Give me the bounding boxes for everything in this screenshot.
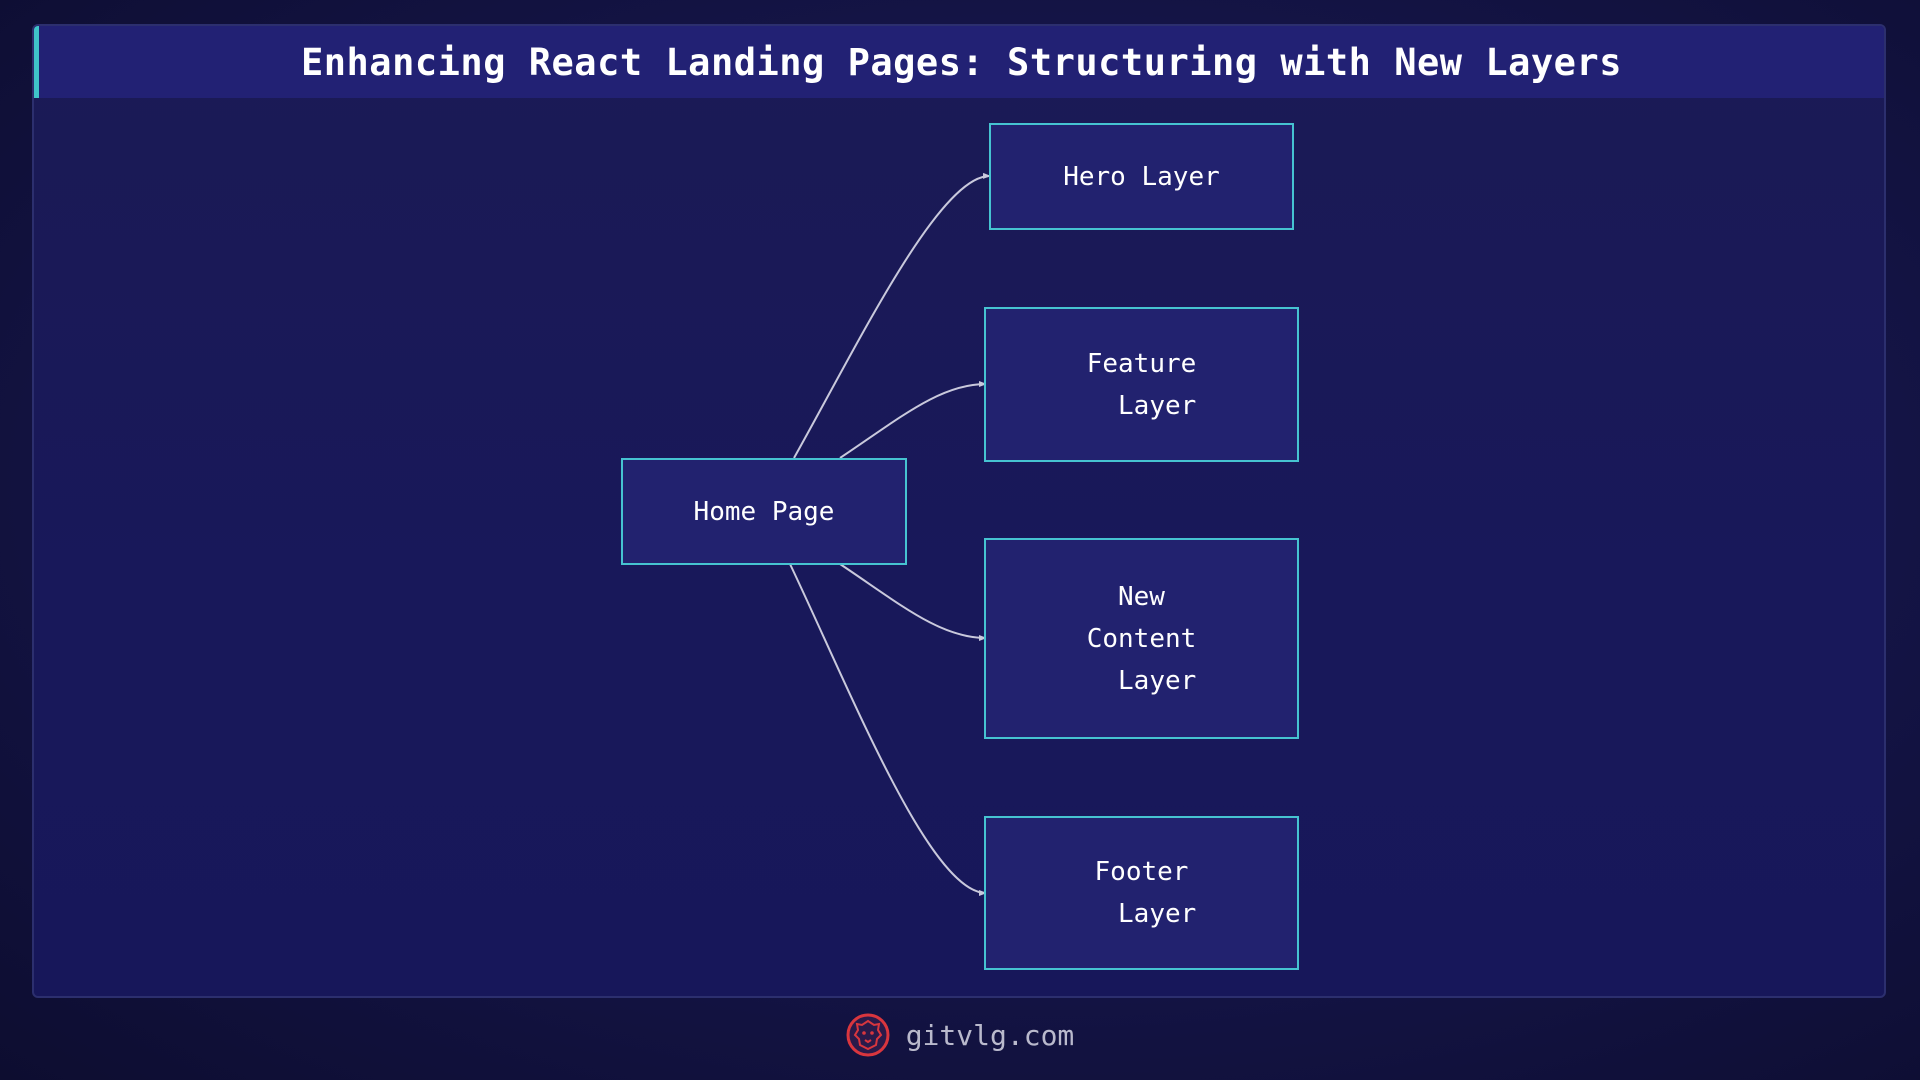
edge-home-to-feature	[839, 381, 987, 459]
node-new-content-layer[interactable]: New Content Layer	[984, 538, 1299, 739]
node-home-page[interactable]: Home Page	[621, 458, 907, 565]
node-home-page-label: Home Page	[693, 496, 835, 527]
footer-site-link[interactable]: gitvlg.com	[905, 1018, 1075, 1052]
edge-home-to-footer-layer	[789, 563, 987, 896]
diagram-frame: Enhancing React Landing Pages: Structuri…	[32, 24, 1886, 998]
edge-home-to-hero	[793, 172, 991, 459]
edge-home-to-new-content	[839, 563, 987, 641]
node-feature-layer-label: Feature Layer	[1086, 348, 1197, 421]
title-bar: Enhancing React Landing Pages: Structuri…	[34, 26, 1884, 98]
node-hero-layer[interactable]: Hero Layer	[989, 123, 1294, 230]
node-new-content-layer-label: New Content Layer	[1086, 581, 1197, 696]
node-hero-layer-label: Hero Layer	[1063, 161, 1220, 192]
node-footer-layer[interactable]: Footer Layer	[984, 816, 1299, 970]
lion-logo-icon	[846, 1013, 890, 1057]
node-footer-layer-label: Footer Layer	[1094, 857, 1197, 929]
node-feature-layer[interactable]: Feature Layer	[984, 307, 1299, 462]
site-footer: gitvlg.com	[0, 1010, 1920, 1060]
page-title: Enhancing React Landing Pages: Structuri…	[300, 40, 1622, 84]
